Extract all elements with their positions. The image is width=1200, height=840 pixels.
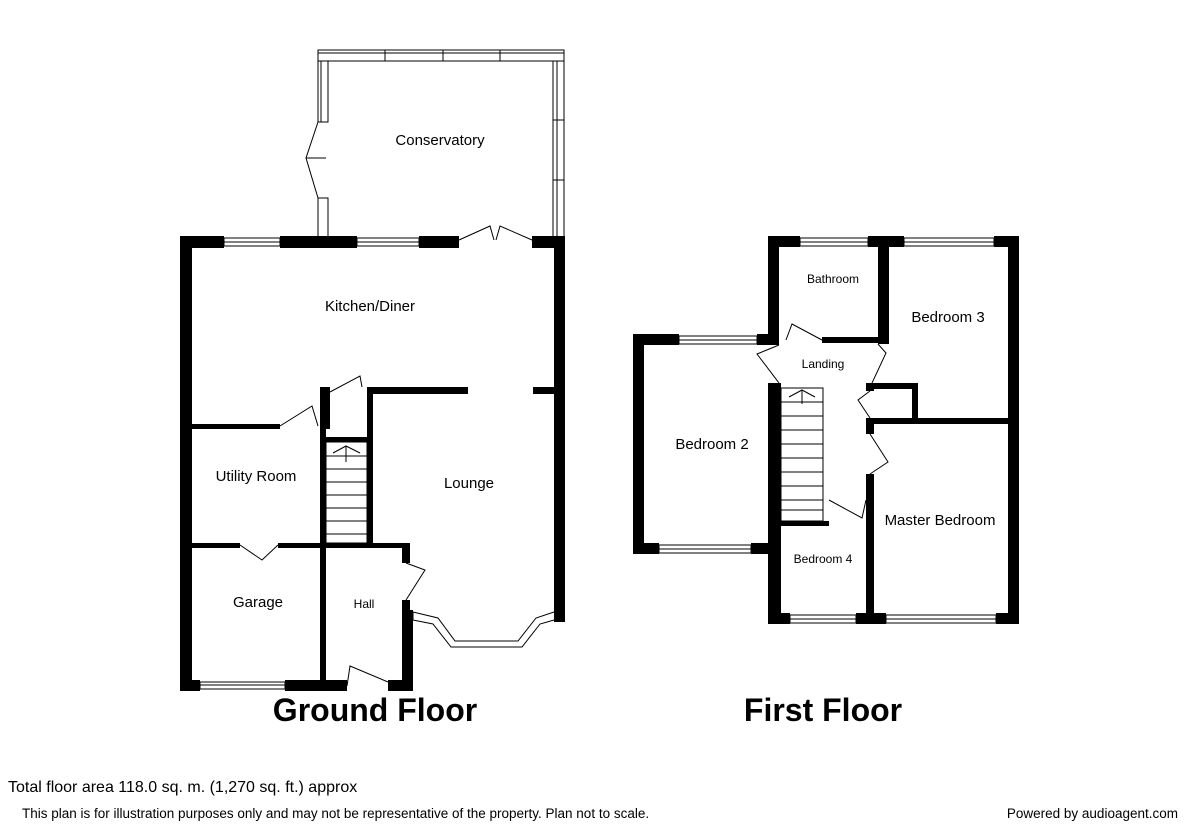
room-label-landing: Landing — [802, 357, 845, 371]
room-label-master-bedroom: Master Bedroom — [885, 512, 996, 529]
room-label-garage: Garage — [233, 594, 283, 611]
room-label-utility-room: Utility Room — [216, 468, 297, 485]
ground-floor-plan: Conservatory Kitchen/Diner Utility Room … — [180, 49, 565, 728]
floor-title-ground: Ground Floor — [273, 692, 477, 728]
first-windows — [658, 237, 997, 624]
powered-by-text: Powered by audioagent.com — [1006, 806, 1178, 821]
total-floor-area: Total floor area 118.0 sq. m. (1,270 sq.… — [8, 779, 358, 796]
room-label-bedroom-2: Bedroom 2 — [675, 436, 748, 453]
room-label-hall: Hall — [354, 597, 375, 611]
ground-walls — [180, 236, 565, 691]
room-label-bathroom: Bathroom — [807, 272, 859, 286]
room-label-lounge: Lounge — [444, 475, 494, 492]
ground-doors — [239, 225, 533, 687]
first-floor-plan: Bathroom Bedroom 3 Landing Bedroom 2 Mas… — [633, 236, 1019, 728]
room-label-conservatory: Conservatory — [395, 132, 485, 149]
first-doors — [756, 323, 889, 522]
room-label-bedroom-4: Bedroom 4 — [794, 552, 853, 566]
floor-title-first: First Floor — [744, 692, 902, 728]
lounge-bay-window — [412, 611, 555, 648]
first-walls — [633, 236, 1019, 624]
room-label-bedroom-3: Bedroom 3 — [911, 309, 984, 326]
disclaimer-text: This plan is for illustration purposes o… — [22, 806, 650, 821]
room-label-kitchen-diner: Kitchen/Diner — [325, 298, 415, 315]
ground-windows — [199, 237, 420, 690]
